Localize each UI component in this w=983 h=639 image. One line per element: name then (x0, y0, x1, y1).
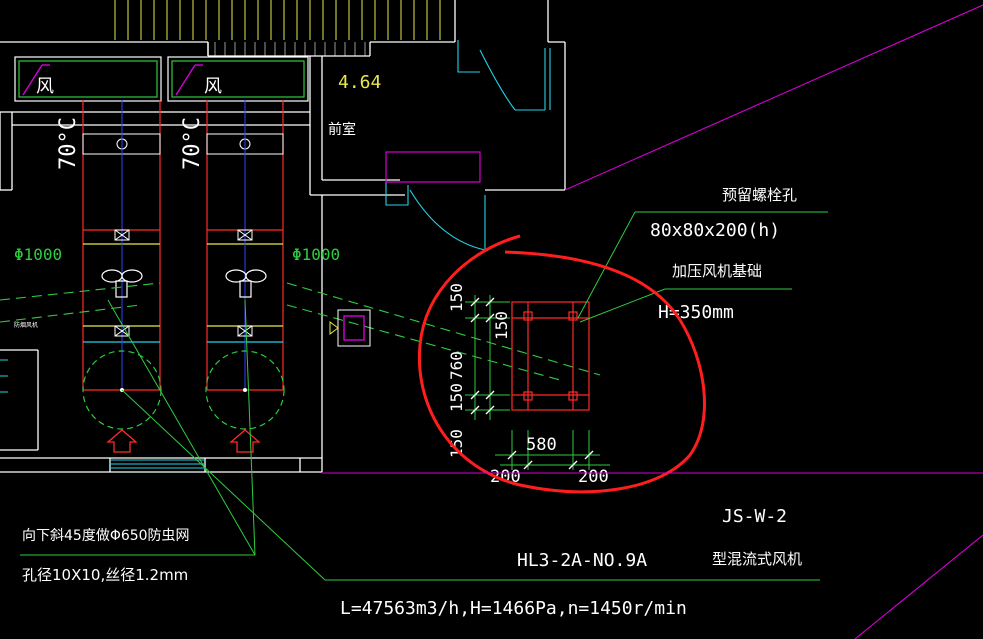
fan-model: HL3-2A-NO.9A (517, 550, 647, 571)
dim-150-inner: 150 (492, 311, 511, 340)
wall-hatch (214, 42, 366, 56)
dim-150-low: 150 (447, 429, 466, 458)
dim-150-bottom: 150 (447, 383, 466, 412)
dim-ticks (470, 297, 594, 470)
dashed-circles (82, 350, 285, 430)
note-hole: 孔径10X10,丝径1.2mm (22, 566, 188, 584)
wind-left-label: 风 (36, 76, 54, 97)
left-side-grille (0, 359, 8, 393)
dim-200-right: 200 (578, 467, 609, 487)
note-mesh: 向下斜45度做Φ650防虫网 (22, 528, 190, 544)
temp-left-label: 70°C (56, 117, 81, 170)
fan-icon-left (101, 269, 143, 298)
intake-arrows (106, 429, 261, 453)
dia-right-label: Φ1000 (292, 245, 340, 264)
side-unit (329, 309, 371, 347)
bottom-grille (110, 459, 205, 469)
anteroom-box (385, 151, 481, 183)
temp-right-label: 70°C (180, 117, 205, 170)
dim-580: 580 (526, 435, 557, 455)
red-markup-circle (417, 234, 706, 494)
dim-760: 760 (447, 351, 466, 380)
model-code: JS-W-2 (722, 506, 787, 527)
flex-connectors (114, 229, 253, 337)
bolt-hole-title: 预留螺栓孔 (722, 186, 797, 204)
wind-right-label: 风 (204, 76, 222, 97)
note-leaders (20, 299, 820, 581)
walls (0, 0, 566, 473)
fan-type: 型混流式风机 (712, 550, 802, 568)
base-title: 加压风机基础 (672, 262, 762, 280)
fan-params: L=47563m3/h,H=1466Pa,n=1450r/min (340, 598, 687, 619)
dia-left-label: Φ1000 (14, 245, 62, 264)
dimension-lines (465, 211, 828, 470)
duct-dashes (0, 282, 601, 381)
foundation (511, 301, 590, 411)
magenta-lines (322, 4, 983, 639)
bolt-hole-size: 80x80x200(h) (650, 220, 780, 241)
dim-150-top: 150 (447, 283, 466, 312)
fan-axes (121, 100, 246, 390)
small-note: 防烟风机 (14, 321, 38, 329)
anteroom-label: 前室 (328, 121, 356, 138)
louvre-left (14, 56, 162, 102)
louvre-right (167, 56, 309, 102)
doors (385, 40, 551, 251)
top-hatch (114, 0, 441, 40)
elevation-label: 4.64 (338, 72, 381, 93)
fan-bands (83, 243, 283, 343)
fan-icon-right (225, 269, 267, 298)
